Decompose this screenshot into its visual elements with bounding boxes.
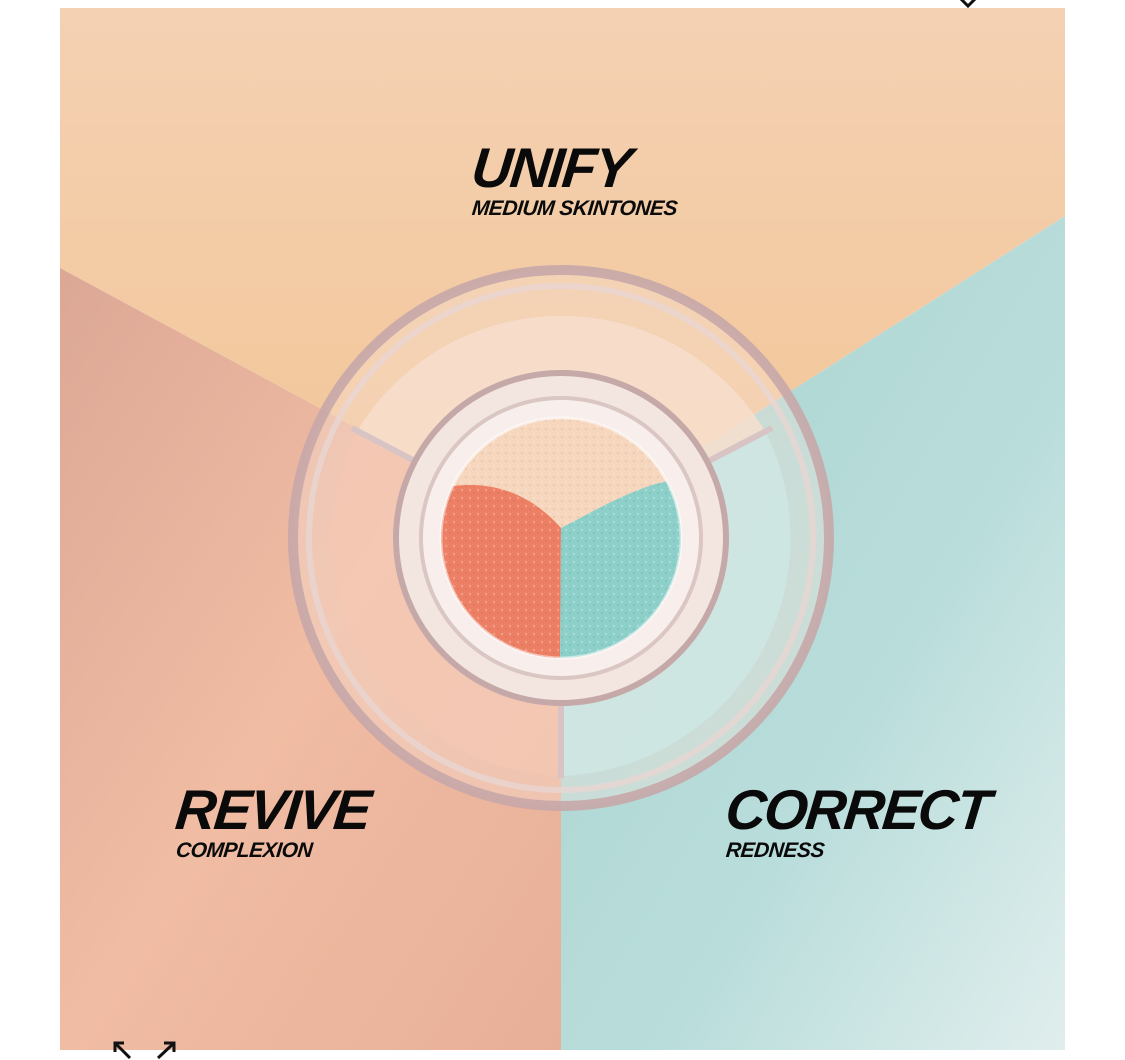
panel-label-unify: UNIFY MEDIUM SKINTONES xyxy=(468,136,679,220)
expand-arrows-icon xyxy=(113,1041,176,1060)
unify-subtitle: MEDIUM SKINTONES xyxy=(470,197,679,220)
product-image[interactable]: UNIFY MEDIUM SKINTONES REVIVE COMPLEXION… xyxy=(60,8,1065,1050)
panel-label-revive: REVIVE COMPLEXION xyxy=(172,778,373,862)
product-image-graphic xyxy=(60,8,1065,1050)
expand-image-button[interactable] xyxy=(112,1040,178,1060)
unify-headline: UNIFY xyxy=(468,136,634,199)
revive-headline: REVIVE xyxy=(172,778,373,841)
panel-label-correct: CORRECT REDNESS xyxy=(722,778,993,862)
revive-subtitle: COMPLEXION xyxy=(174,839,314,862)
correct-subtitle: REDNESS xyxy=(724,839,826,862)
chevron-icon[interactable] xyxy=(955,0,981,12)
correct-headline: CORRECT xyxy=(722,778,993,841)
